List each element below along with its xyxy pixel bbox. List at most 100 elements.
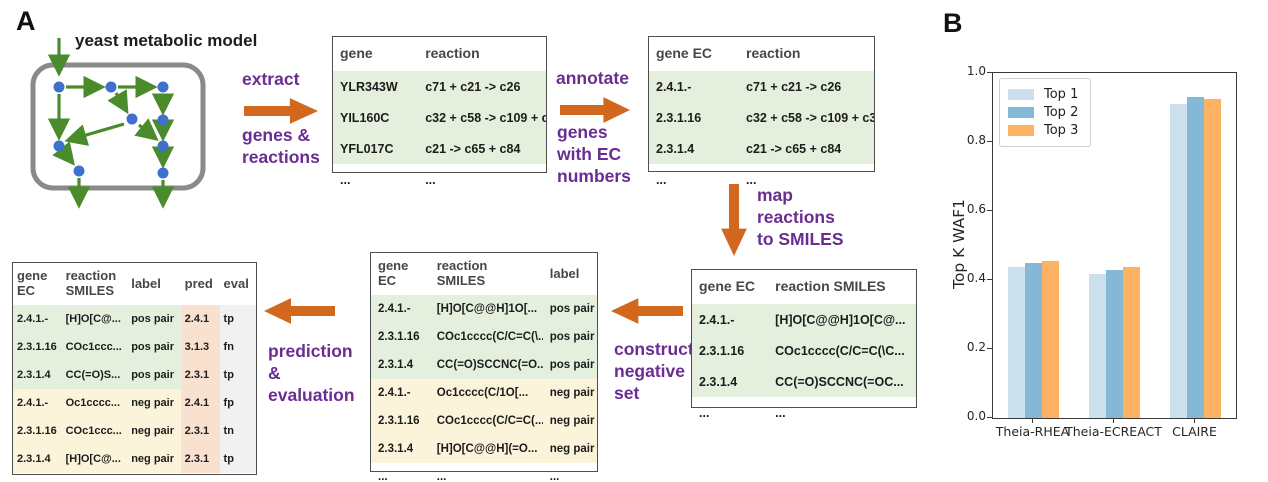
step-extract-subtitle: genes & reactions: [242, 125, 320, 167]
table-cell: neg pair: [127, 417, 181, 445]
table-cell: [H]O[C@@H]1O[...: [429, 295, 543, 323]
table-cell: ...: [13, 473, 62, 482]
table-cell: neg pair: [542, 379, 597, 407]
bar-top1-CLAIRE: [1170, 103, 1187, 418]
column-header: eval: [223, 275, 249, 291]
step-annotate-subtitle: genes with EC numbers: [557, 122, 631, 186]
table-cell: c21 -> c65 + c84: [418, 133, 546, 164]
y-tick-mark: [987, 71, 992, 73]
table-row: 2.4.1.-c71 + c21 -> c26: [649, 71, 874, 102]
table-cell: CC(=O)SCCNC(=O...: [429, 351, 543, 379]
table-cell: ...: [378, 471, 388, 482]
table-cell: COc1cccc(C/C=C(...: [429, 407, 543, 435]
table-cell: ...: [436, 471, 447, 482]
table-cell: 2.4.1.-: [371, 379, 430, 407]
table-cell: pos pair: [127, 361, 181, 389]
column-header: reaction: [425, 45, 480, 62]
table-cell: 3.1.3: [180, 333, 220, 361]
table-row: 2.4.1.-[H]O[C@@H]1O[C@...: [692, 304, 916, 335]
table-cell: tp: [219, 361, 256, 389]
table-cell: ...: [425, 172, 436, 187]
table-cell: COc1cccc(C/C=C(\C...: [768, 335, 916, 366]
table-cell: 2.3.1.16: [371, 407, 430, 435]
table-row: .........: [371, 463, 597, 482]
table-cell: 2.4.1: [180, 305, 220, 333]
predict-arrow-icon: [264, 298, 335, 324]
annotate-arrow-icon: [560, 97, 630, 123]
table-cell: c71 + c21 -> c26: [739, 71, 874, 102]
column-header: gene: [340, 45, 373, 62]
table-cell: 2.3.1: [180, 361, 220, 389]
column-header: reaction SMILES: [65, 268, 117, 298]
table-cell: ...: [746, 172, 757, 187]
table-cell: ...: [699, 405, 710, 420]
table-row: ......: [649, 164, 874, 195]
x-tick-mark: [1113, 418, 1115, 423]
y-tick-mark: [987, 416, 992, 418]
table-cell: tp: [219, 305, 256, 333]
table-cell: COc1ccc...: [61, 333, 128, 361]
model-boundary: [30, 62, 206, 191]
bar-top3-Theia-ECREACT: [1123, 266, 1140, 418]
table-cell: COc1cccc(C/C=C(\...: [429, 323, 543, 351]
bar-top2-Theia-RHEA: [1025, 262, 1042, 418]
column-header: reaction SMILES: [775, 278, 886, 295]
y-tick-mark: [987, 278, 992, 280]
table-cell: ...: [220, 473, 256, 482]
panel-a-label: A: [16, 6, 36, 36]
legend-swatch: [1008, 107, 1034, 118]
table-cell: ...: [656, 172, 667, 187]
legend-swatch: [1008, 125, 1034, 136]
bar-top1-Theia-RHEA: [1008, 267, 1025, 418]
table-cell: 2.3.1.4: [649, 133, 739, 164]
metabolite-nodes: [53, 81, 169, 179]
reaction-edges: [47, 38, 175, 209]
legend-label: Top 3: [1044, 123, 1079, 138]
construct-arrow-icon: [611, 298, 683, 324]
table-cell: 2.3.1.16: [13, 417, 62, 445]
y-tick-label: 0.6: [966, 202, 986, 216]
table-cell: pos pair: [127, 333, 181, 361]
x-tick-label: Theia-RHEA: [995, 424, 1070, 439]
legend-swatch: [1008, 89, 1034, 100]
table-cell: 2.3.1.16: [371, 323, 430, 351]
table-cell: 2.3.1.4: [13, 445, 62, 473]
table-cell: neg pair: [542, 435, 597, 463]
model-caption: yeast metabolic model: [75, 31, 258, 50]
x-tick-mark: [1194, 418, 1196, 423]
step-extract-title: extract: [242, 69, 300, 89]
table-cell: fn: [219, 333, 256, 361]
table-cell: 2.3.1.4: [371, 435, 430, 463]
panel-b-label: B: [943, 8, 963, 38]
table-cell: CC(=O)S...: [61, 361, 128, 389]
table-cell: [H]O[C@...: [61, 305, 128, 333]
column-header: pred: [184, 275, 213, 291]
bar-top3-CLAIRE: [1204, 98, 1221, 418]
column-header: label: [549, 265, 580, 281]
table-cell: ...: [549, 471, 560, 482]
table-cell: Oc1cccc...: [61, 389, 128, 417]
table-cell: 2.4.1.-: [13, 389, 62, 417]
table-cell: pos pair: [127, 305, 181, 333]
x-tick-label: CLAIRE: [1172, 424, 1217, 439]
table-cell: 2.3.1.4: [13, 361, 62, 389]
table-row: 2.3.1.4[H]O[C@@H](=O...neg pair: [371, 435, 597, 463]
table-cell: pos pair: [542, 295, 597, 323]
table-cell: YIL160C: [333, 102, 419, 133]
